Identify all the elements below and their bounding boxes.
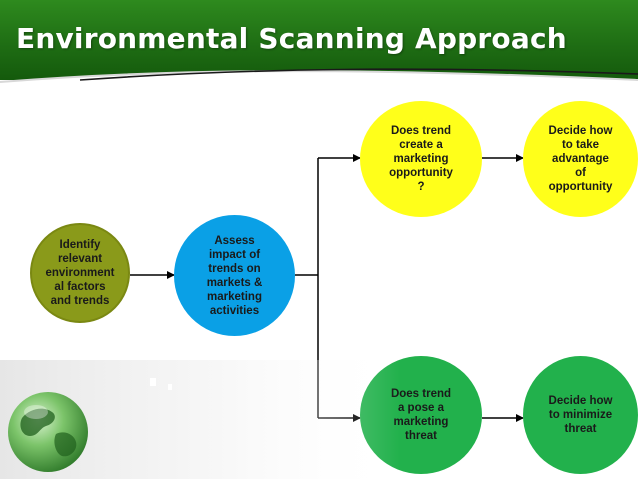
- node-assess-label: Assess impact of trends on markets & mar…: [206, 234, 263, 317]
- node-threat-action: Decide how to minimize threat: [523, 356, 638, 474]
- node-opportunity-question: Does trend create a marketing opportunit…: [360, 101, 482, 217]
- node-opportunity-action: Decide how to take advantage of opportun…: [523, 101, 638, 217]
- node-opportunity-question-label: Does trend create a marketing opportunit…: [389, 125, 453, 193]
- title-bar: [0, 0, 638, 80]
- globe-decoration: [0, 360, 400, 479]
- title-swoosh: [0, 68, 638, 100]
- node-threat-action-label: Decide how to minimize threat: [548, 395, 613, 435]
- node-assess-impact: Assess impact of trends on markets & mar…: [174, 215, 295, 336]
- node-opportunity-action-label: Decide how to take advantage of opportun…: [548, 125, 613, 193]
- globe-icon: [8, 392, 88, 472]
- node-identify-factors: Identify relevant environment al factors…: [30, 223, 130, 323]
- page-title: Environmental Scanning Approach: [16, 22, 567, 55]
- node-identify-label: Identify relevant environment al factors…: [45, 239, 115, 307]
